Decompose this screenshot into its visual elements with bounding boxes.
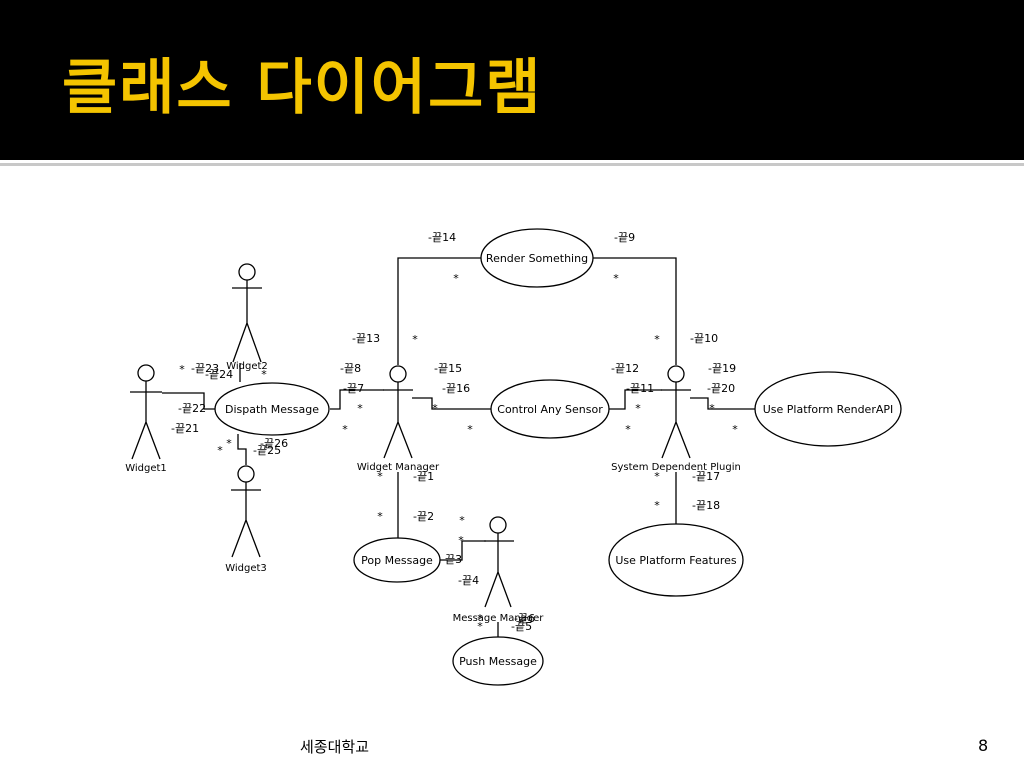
multiplicity-marker: * <box>226 437 232 450</box>
role-label-8: -끝8 <box>340 362 361 375</box>
role-label-24: -끝24 <box>205 368 233 381</box>
multiplicity-marker: * <box>654 470 660 483</box>
assoc-plugin-renderapi <box>690 397 755 410</box>
multiplicity-marker: * <box>458 534 464 547</box>
slide-title: 클래스 다이어그램 <box>62 53 543 123</box>
actor-widget3-figure <box>231 465 261 558</box>
assoc-widget-manager-sensor <box>412 397 491 410</box>
use-case-push-message <box>452 636 544 686</box>
role-label-25: -끝25 <box>253 444 281 457</box>
use-case-use-platform-features <box>608 523 744 597</box>
multiplicity-marker: * <box>709 402 715 415</box>
multiplicity-marker: * <box>432 402 438 415</box>
role-label-23: -끝23 <box>191 362 219 375</box>
assoc-render-plugin <box>593 257 677 365</box>
multiplicity-marker: * <box>625 423 631 436</box>
multiplicity-marker: * <box>613 272 619 285</box>
use-case-label-push-message: Push Message <box>459 655 537 668</box>
actor-widget-manager-figure <box>383 365 413 459</box>
actor-message-manager-figure <box>484 516 514 608</box>
role-label-2: -끝2 <box>413 510 434 523</box>
assoc-sensor-plugin <box>609 389 662 410</box>
multiplicity-marker: * <box>654 333 660 346</box>
role-label-6: -끝6 <box>514 612 535 625</box>
actor-system-dependent-plugin-figure <box>661 365 691 459</box>
assoc-dispatch-widget3 <box>237 434 247 465</box>
role-label-16: -끝16 <box>442 382 470 395</box>
role-label-21: -끝21 <box>171 422 199 435</box>
use-case-label-use-platform-renderapi: Use Platform RenderAPI <box>763 403 894 416</box>
actor-widget1-figure <box>130 364 162 460</box>
role-label-4: -끝4 <box>458 574 479 587</box>
actor-label-widget3: Widget3 <box>225 563 267 574</box>
multiplicity-marker: * <box>477 620 483 633</box>
title-bar: 클래스 다이어그램 <box>0 0 1024 160</box>
multiplicity-marker: * <box>357 402 363 415</box>
multiplicity-marker: * <box>377 510 383 523</box>
actor-label-system-dependent-plugin: System Dependent Plugin <box>611 462 741 473</box>
role-label-13: -끝13 <box>352 332 380 345</box>
role-label-14: -끝14 <box>428 231 456 244</box>
actor-label-message-manager: Message Manager <box>453 613 545 624</box>
page-number: 8 <box>978 736 989 755</box>
actor-label-widget-manager: Widget Manager <box>357 462 440 473</box>
assoc-dispatch-widget-manager <box>330 389 384 410</box>
actor-label-widget2: Widget2 <box>226 361 268 372</box>
use-case-control-any-sensor <box>490 379 610 439</box>
role-label-18: -끝18 <box>692 499 720 512</box>
role-label-5: -끝5 <box>511 620 532 633</box>
multiplicity-marker: * <box>459 514 465 527</box>
role-label-9: -끝9 <box>614 231 635 244</box>
actor-label-widget1: Widget1 <box>125 463 167 474</box>
multiplicity-marker: * <box>635 402 641 415</box>
use-case-label-use-platform-features: Use Platform Features <box>615 554 737 567</box>
footer-university: 세종대학교 <box>300 738 370 756</box>
role-label-10: -끝10 <box>690 332 718 345</box>
multiplicity-marker: * <box>654 499 660 512</box>
role-label-17: -끝17 <box>692 470 720 483</box>
actor-widget2-figure <box>232 263 262 363</box>
use-case-pop-message <box>353 537 441 583</box>
role-label-1: -끝1 <box>413 470 434 483</box>
use-case-render-something <box>480 228 594 288</box>
multiplicity-marker: * <box>453 272 459 285</box>
multiplicity-marker: * <box>732 423 738 436</box>
title-divider <box>0 163 1024 166</box>
use-case-label-control-any-sensor: Control Any Sensor <box>497 403 603 416</box>
role-label-20: -끝20 <box>707 382 735 395</box>
role-label-7: -끝7 <box>343 382 364 395</box>
role-label-22: -끝22 <box>178 402 206 415</box>
role-label-19: -끝19 <box>708 362 736 375</box>
multiplicity-marker: * <box>412 333 418 346</box>
role-label-26: -끝26 <box>260 437 288 450</box>
multiplicity-marker: * <box>477 612 483 625</box>
use-case-use-platform-renderapi <box>754 371 902 447</box>
use-case-label-dispatch-message: Dispath Message <box>225 403 319 416</box>
use-case-label-render-something: Render Something <box>486 252 588 265</box>
role-label-3: -끝3 <box>441 553 462 566</box>
role-label-11: -끝11 <box>626 382 654 395</box>
assoc-pop-message-manager <box>440 540 486 561</box>
multiplicity-marker: * <box>179 363 185 376</box>
multiplicity-marker: * <box>377 470 383 483</box>
multiplicity-marker: * <box>261 368 267 381</box>
role-label-15: -끝15 <box>434 362 462 375</box>
role-label-12: -끝12 <box>611 362 639 375</box>
use-case-dispatch-message <box>214 382 330 436</box>
multiplicity-marker: * <box>467 423 473 436</box>
multiplicity-marker: * <box>342 423 348 436</box>
multiplicity-marker: * <box>217 444 223 457</box>
assoc-widget-manager-render <box>397 257 481 365</box>
assoc-widget1-dispatch <box>162 392 217 410</box>
use-case-label-pop-message: Pop Message <box>361 554 433 567</box>
